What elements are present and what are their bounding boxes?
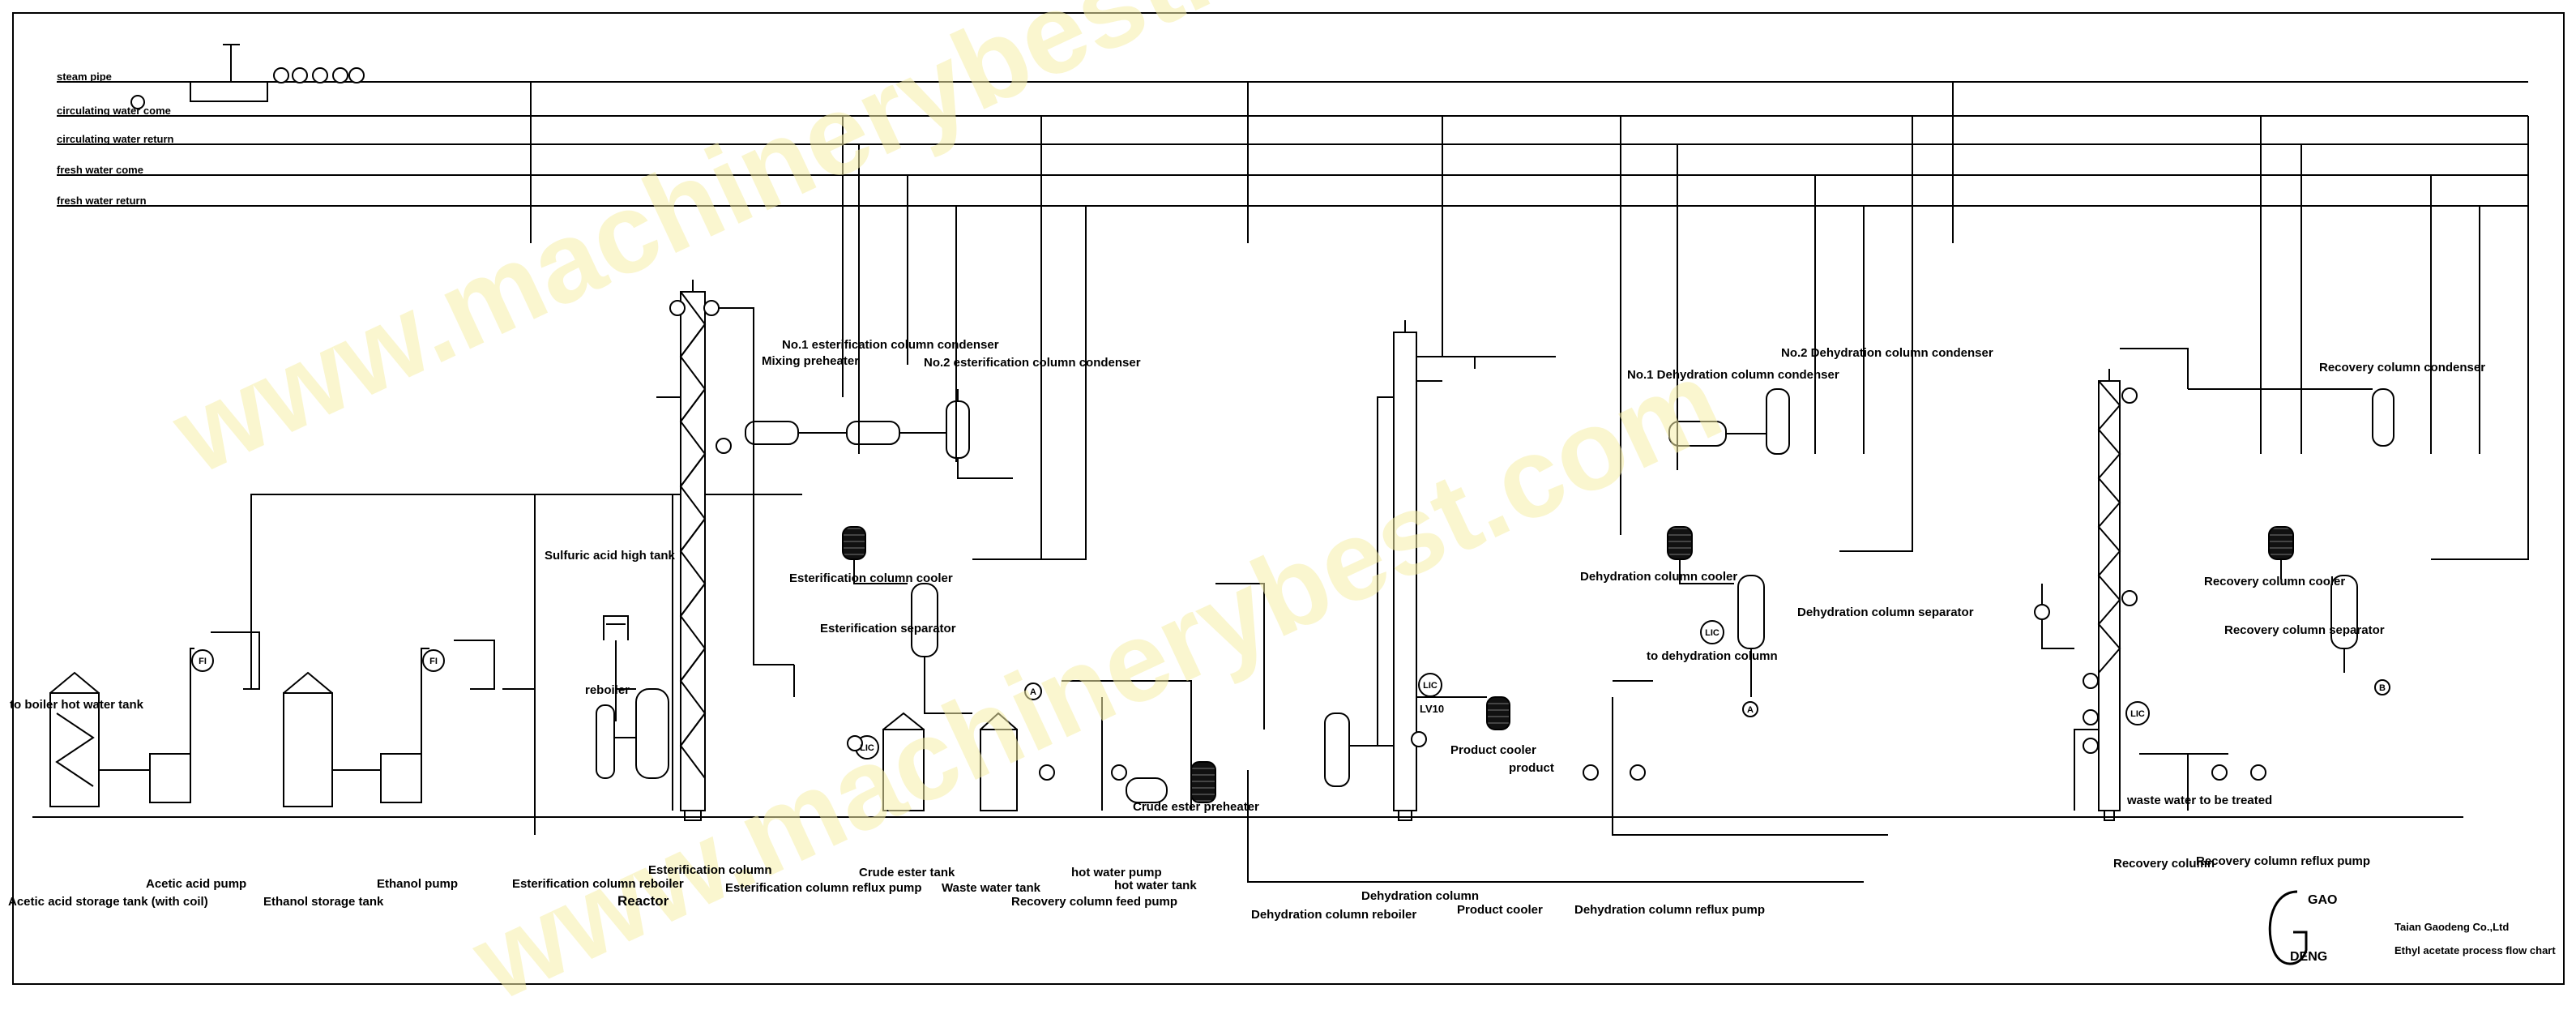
label-waste-water-tank: Waste water tank <box>942 881 1040 895</box>
instrument-b-1: B <box>2379 683 2386 693</box>
dehydration-separator-shape <box>1737 575 1765 649</box>
label-esterification-separator: Esterification separator <box>820 622 956 635</box>
lic-text-3: LIC <box>1705 628 1719 638</box>
label-dehydration-column-separator: Dehydration column separator <box>1797 606 1974 619</box>
esterification-column-shape <box>680 291 706 811</box>
label-no1-esterification-condenser: No.1 esterification column condenser <box>782 338 999 352</box>
label-ethanol-pump: Ethanol pump <box>377 877 458 891</box>
gaodeng-logo <box>2268 890 2308 965</box>
lic-text-4: LIC <box>2130 709 2145 719</box>
label-dehydration-column: Dehydration column <box>1361 889 1480 903</box>
instrument-a-1: A <box>1030 687 1036 697</box>
reactor-shape <box>635 688 669 779</box>
label-recovery-column-feed-pump: Recovery column feed pump <box>1011 895 1178 909</box>
label-reactor: Reactor <box>617 893 669 909</box>
label-crude-ester-tank: Crude ester tank <box>859 866 955 879</box>
label-esterification-reflux-pump: Esterification column reflux pump <box>725 881 922 895</box>
reboiler-shape <box>596 704 615 779</box>
no1-esterification-condenser-shape <box>846 421 900 445</box>
chart-subtitle: Ethyl acetate process flow chart <box>2394 944 2556 956</box>
fi-text-1: FI <box>199 657 207 666</box>
label-crude-ester-preheater: Crude ester preheater <box>1133 800 1259 814</box>
label-esterification-column: Esterification column <box>648 863 772 877</box>
lic-text-2: LIC <box>1423 681 1438 691</box>
label-to-boiler: to boiler hot water tank <box>10 698 144 712</box>
fi-text-2: FI <box>429 657 438 666</box>
label-recovery-column-condenser: Recovery column condenser <box>2319 361 2486 374</box>
label-recovery-column-cooler: Recovery column cooler <box>2204 575 2346 588</box>
label-lv10: LV10 <box>1420 703 1445 715</box>
label-fresh-water-return: fresh water return <box>57 195 147 207</box>
acetic-acid-storage-tank-shape <box>49 692 100 807</box>
label-no2-dehydration-condenser: No.2 Dehydration column condenser <box>1781 346 1993 360</box>
company-name: Taian Gaodeng Co.,Ltd <box>2394 921 2510 933</box>
recovery-condenser-shape <box>2372 388 2394 447</box>
label-steam-pipe: steam pipe <box>57 71 112 83</box>
label-to-dehydration-column: to dehydration column <box>1647 649 1778 663</box>
lic-text-1: LIC <box>860 743 874 753</box>
label-no1-dehydration-condenser: No.1 Dehydration column condenser <box>1627 368 1839 382</box>
hot-water-tank-shape <box>1126 777 1168 803</box>
label-recovery-reflux-pump: Recovery column reflux pump <box>2196 854 2371 868</box>
no2-esterification-condenser-shape <box>946 400 970 459</box>
no2-dehydration-condenser-shape <box>1766 388 1790 455</box>
label-hot-water-pump: hot water pump <box>1071 866 1162 879</box>
label-acetic-acid-pump: Acetic acid pump <box>146 877 247 891</box>
label-recovery-column: Recovery column <box>2113 857 2215 871</box>
label-circulating-water-return: circulating water return <box>57 133 174 145</box>
crude-ester-tank-shape <box>882 729 925 811</box>
label-fresh-water-come: fresh water come <box>57 164 143 176</box>
label-reboiler: reboiler <box>585 683 630 697</box>
logo-bottom: DENG <box>2290 950 2327 964</box>
label-product-cooler-2: Product cooler <box>1457 903 1543 917</box>
label-dehydration-column-cooler: Dehydration column cooler <box>1580 570 1738 584</box>
label-dehydration-column-reboiler: Dehydration column reboiler <box>1251 908 1417 922</box>
instrument-a-2: A <box>1747 705 1754 715</box>
label-product-cooler: Product cooler <box>1450 743 1536 757</box>
label-esterification-column-cooler: Esterification column cooler <box>789 571 953 585</box>
label-product: product <box>1509 761 1554 775</box>
label-dehydration-reflux-pump: Dehydration column reflux pump <box>1574 903 1766 917</box>
label-esterification-column-reboiler: Esterification column reboiler <box>512 877 684 891</box>
logo-top: GAO <box>2308 893 2337 907</box>
label-hot-water-tank: hot water tank <box>1114 879 1197 892</box>
waste-water-tank-shape <box>980 729 1018 811</box>
process-flow-diagram: FI FI LIC LIC LIC LIC A B A GAO DENG <box>12 12 2565 985</box>
label-acetic-acid-storage-tank: Acetic acid storage tank (with coil) <box>8 895 208 909</box>
label-circulating-water-come: circulating water come <box>57 105 171 117</box>
dehydration-reboiler-shape <box>1324 712 1350 787</box>
label-recovery-column-separator: Recovery column separator <box>2224 623 2385 637</box>
label-no2-esterification-condenser: No.2 esterification column condenser <box>924 356 1141 370</box>
label-sulfuric-acid: Sulfuric acid high tank <box>545 549 675 563</box>
ethanol-storage-tank-shape <box>283 692 333 807</box>
esterification-separator-shape <box>911 583 938 657</box>
label-ethanol-storage-tank: Ethanol storage tank <box>263 895 384 909</box>
label-waste-water: waste water to be treated <box>2127 794 2273 807</box>
label-mixing-preheater: Mixing preheater <box>762 354 860 368</box>
